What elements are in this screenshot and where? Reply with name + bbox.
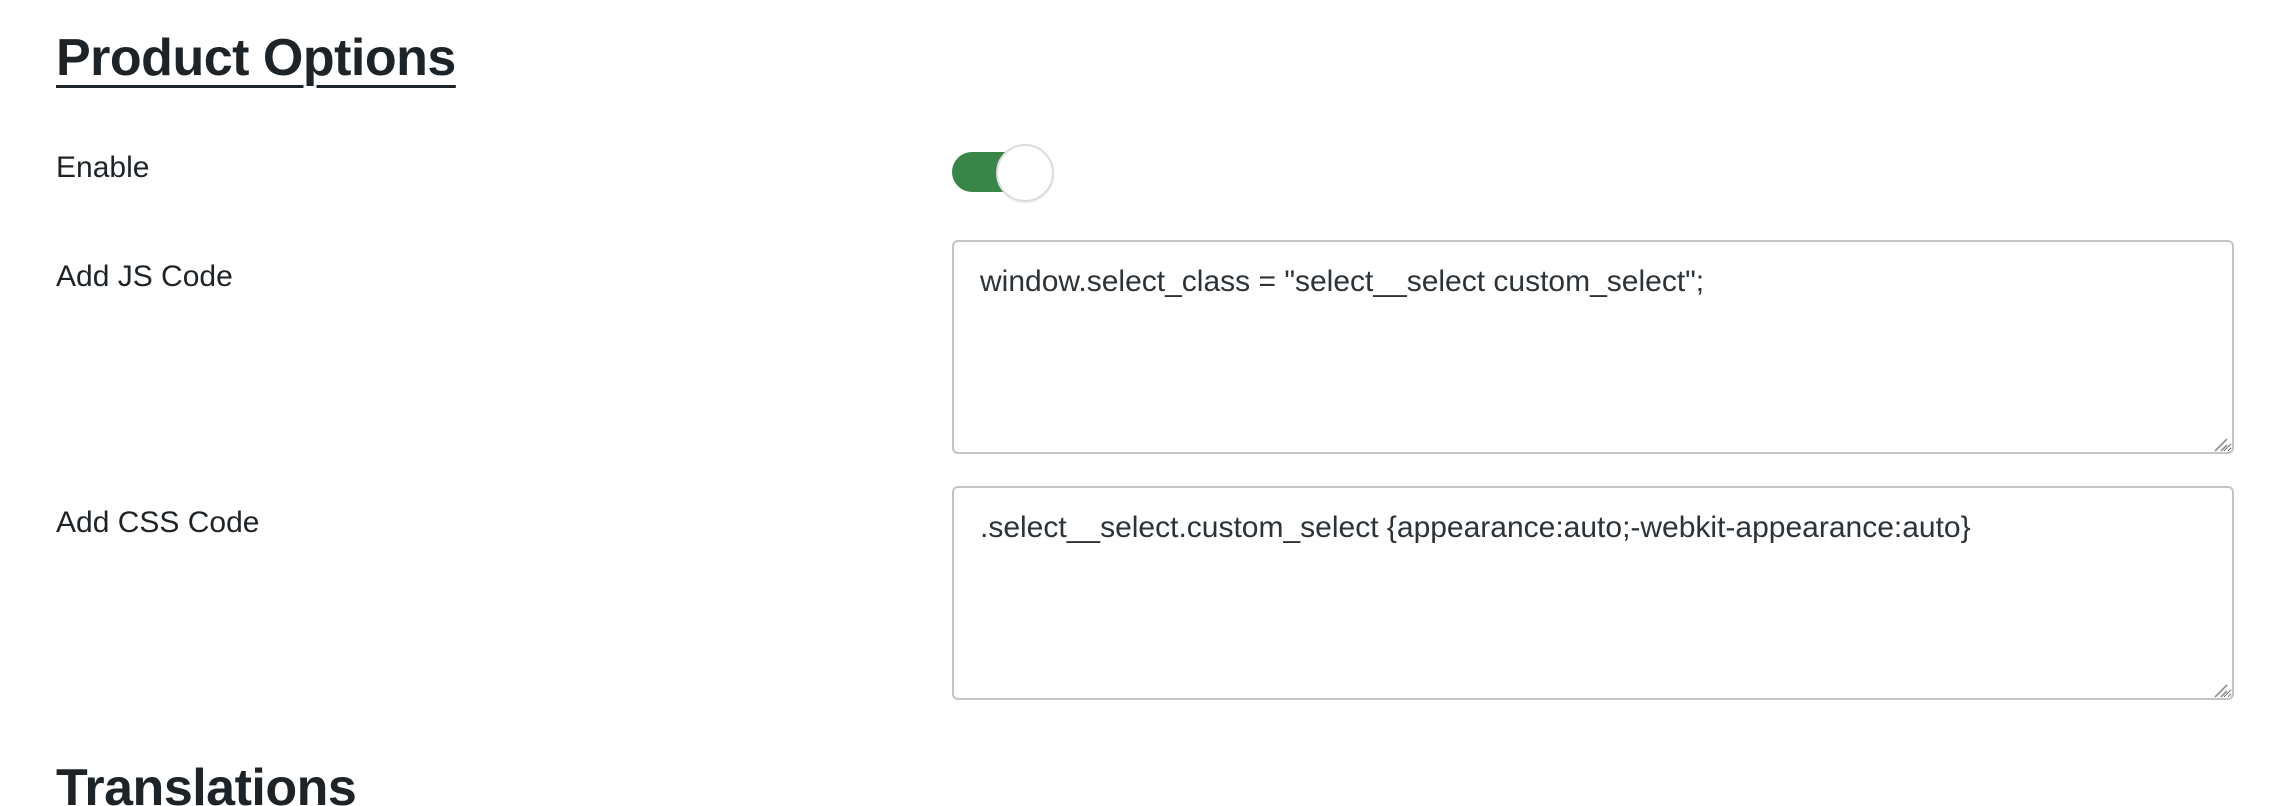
enable-label: Enable [56,151,150,184]
enable-toggle[interactable] [950,144,1056,204]
resize-handle-icon[interactable] [2212,682,2228,698]
css-code-label: Add CSS Code [56,506,260,539]
js-code-label: Add JS Code [56,260,233,293]
resize-handle-icon[interactable] [2212,436,2228,452]
translations-heading: Translations [56,759,357,806]
js-code-textarea[interactable]: window.select_class = "select__select cu… [952,240,2234,454]
toggle-knob [996,144,1054,202]
css-code-textarea[interactable]: .select__select.custom_select {appearanc… [952,486,2234,700]
product-options-heading: Product Options [56,29,456,87]
